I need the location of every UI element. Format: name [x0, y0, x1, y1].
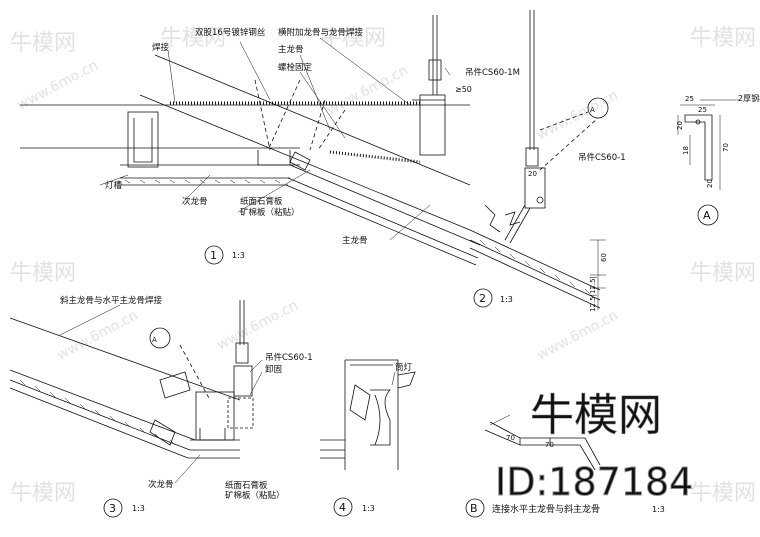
watermark-brand: 牛模网	[10, 261, 76, 286]
watermark-site: www.6mo.cn	[534, 307, 620, 363]
detail-b-scale: 1:3	[652, 505, 665, 514]
detail-b-marker	[465, 498, 485, 518]
watermark-id: ID:187184	[495, 460, 693, 504]
label-dim-70b: 70	[506, 434, 515, 442]
label-gypsum-board: 纸面石膏板	[240, 196, 283, 207]
label-hanger-1m: 吊件CS60-1M	[465, 67, 520, 78]
detail-b-title: 连接水平主龙骨与斜主龙骨	[492, 503, 600, 515]
label-mineral-board-b: 矿棉板（粘贴）	[225, 490, 285, 501]
label-downlight: 筒灯	[395, 362, 413, 373]
detail-1-marker	[204, 245, 224, 265]
detail-3-marker	[103, 498, 123, 518]
watermark-site: www.6mo.cn	[214, 297, 300, 353]
label-gypsum-board-b: 纸面石膏板	[225, 480, 268, 491]
label-light-trough: 灯槽	[105, 180, 123, 191]
detail-3-number: 3	[109, 502, 116, 515]
detail-3-a-marker: A	[152, 336, 157, 344]
label-wire: 双股16号镀锌钢丝	[195, 27, 266, 38]
label-secondary-keel: 次龙骨	[182, 196, 208, 207]
detail-3	[9, 300, 263, 484]
watermark-site: www.6mo.cn	[54, 307, 140, 363]
label-horizontal-weld: 横附加龙骨与龙骨焊接	[278, 27, 364, 38]
label-hanger-1-b: 吊件CS60-1	[265, 352, 313, 363]
detail-4-number: 4	[339, 501, 346, 514]
label-dim-125: 12.5|12.5|	[589, 276, 597, 312]
label-dim-70c: 70	[545, 441, 554, 449]
watermark-brand: 牛模网	[690, 261, 756, 286]
detail-4-scale: 1:3	[362, 504, 375, 513]
watermark-brand: 牛模网	[690, 481, 756, 506]
detail-2	[469, 10, 609, 310]
watermark-brand-large: 牛模网	[530, 390, 662, 441]
detail-a	[677, 99, 740, 190]
label-main-keel: 主龙骨	[342, 235, 368, 246]
label-bolt: 螺栓固定	[278, 62, 313, 73]
label-dim-20: 20	[528, 170, 537, 178]
detail-1	[20, 15, 501, 266]
detail-3-scale: 1:3	[132, 504, 145, 513]
detail-2-scale: 1:3	[500, 295, 513, 304]
detail-4	[320, 359, 416, 470]
detail-1-scale: 1:3	[232, 251, 245, 260]
watermark-brand: 牛模网	[690, 26, 756, 51]
detail-2-a-marker: A	[590, 106, 595, 114]
watermark-site: www.6mo.cn	[534, 87, 620, 143]
watermark-brand: 牛模网	[10, 481, 76, 506]
label-dim-25b: 25	[698, 106, 707, 114]
detail-1-number: 1	[210, 249, 217, 262]
label-dim-50: ≥50	[455, 85, 472, 94]
detail-2-number: 2	[479, 292, 486, 305]
detail-2-marker	[473, 288, 493, 308]
label-hanger-1: 吊件CS60-1	[578, 152, 626, 163]
label-dim-70: 70	[722, 143, 730, 152]
label-bracket: 卸固	[265, 364, 282, 375]
label-weld-main: 斜主龙骨与水平主龙骨焊接	[60, 295, 163, 306]
label-dim-18: 18	[682, 146, 690, 155]
label-mineral-board: 矿棉板（粘贴）	[240, 207, 300, 218]
label-main-keel-top: 主龙骨	[278, 44, 304, 55]
detail-a-marker	[697, 204, 719, 226]
watermark-brand: 牛模网	[160, 26, 226, 51]
label-steel-plate: 2厚钢板	[738, 93, 760, 103]
detail-a-letter: A	[703, 209, 711, 222]
label-dim-20c: 20	[706, 179, 714, 188]
detail-4-marker	[333, 497, 353, 517]
detail-b-letter: B	[470, 502, 478, 515]
label-dim-25a: 25	[685, 95, 694, 103]
label-weld: 焊接	[152, 42, 170, 53]
watermark-brand: 牛模网	[320, 26, 386, 51]
label-dim-20b: 20	[676, 121, 684, 130]
watermark-site: www.6mo.cn	[324, 62, 410, 118]
label-dim-60: 60	[600, 253, 608, 262]
label-secondary-keel-b: 次龙骨	[148, 479, 174, 490]
detail-b	[484, 414, 601, 471]
watermark-brand: 牛模网	[10, 31, 76, 56]
